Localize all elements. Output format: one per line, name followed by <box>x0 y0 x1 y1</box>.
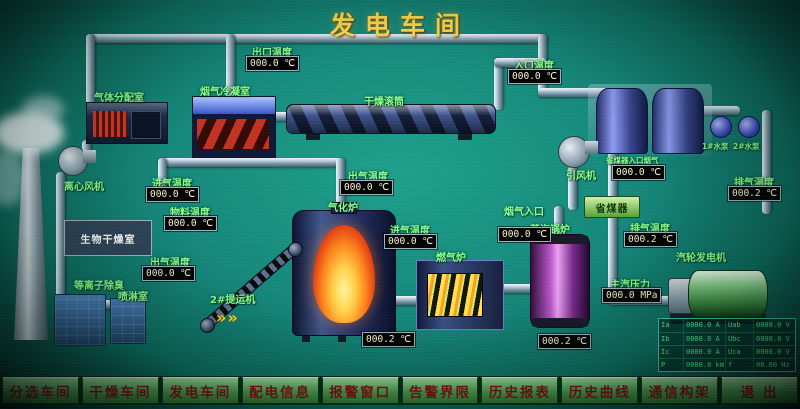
steam-boiler-graphic <box>530 234 590 328</box>
display-gasifier-bottom-temp: 000.2 ℃ <box>362 332 415 347</box>
gen-cell: 0000.0 A <box>683 333 725 345</box>
nav-button-power-workshop[interactable]: 发电车间 <box>161 377 239 404</box>
nav-button-history-curve[interactable]: 历史曲线 <box>561 377 639 404</box>
spray-room-cabinet <box>110 298 146 344</box>
display-outgas-temp-left: 000.0 ℃ <box>142 266 195 281</box>
label-water-pump-1: 1#水泵 <box>702 142 729 151</box>
label-centrifugal-fan: 离心风机 <box>64 182 104 193</box>
nav-button-sorting-workshop[interactable]: 分选车间 <box>2 377 79 404</box>
display-material-temp: 000.0 ℃ <box>164 216 217 231</box>
gen-cell: Uab <box>725 319 753 332</box>
condenser-water-jacket <box>193 97 275 114</box>
nav-button-exit[interactable]: 退 出 <box>721 377 799 404</box>
pipe-gasifier-top-run <box>158 158 344 167</box>
water-tank-2 <box>652 88 704 154</box>
gen-row: Ia 0000.0 A Uab 0000.0 V <box>659 319 795 332</box>
induced-draft-fan-graphic <box>558 136 598 168</box>
label-induced-draft-fan: 引风机 <box>566 171 596 182</box>
display-outgas-temp-mid: 000.0 ℃ <box>340 180 393 195</box>
nav-button-drying-workshop[interactable]: 干燥车间 <box>81 377 159 404</box>
bottom-nav-bar: 分选车间 干燥车间 发电车间 配电信息 报警窗口 告警界限 历史报表 历史曲线 … <box>0 376 800 405</box>
flue-gas-condenser-graphic <box>192 96 276 158</box>
grille-detail <box>93 111 127 137</box>
water-pump-2-graphic <box>738 116 760 138</box>
centrifugal-fan-graphic <box>58 146 96 176</box>
label-turbine-generator: 汽轮发电机 <box>676 253 726 264</box>
economizer-button[interactable]: 省煤器 <box>584 196 640 218</box>
display-flue-gas-inlet: 000.0 ℃ <box>498 227 551 242</box>
gas-furnace-graphic <box>416 260 504 330</box>
display-exhaust-temp-right: 000.2 ℃ <box>728 186 781 201</box>
label-water-pump-2: 2#水泵 <box>733 142 760 151</box>
water-tank-1 <box>596 88 648 154</box>
nav-button-alarm-limits[interactable]: 告警界限 <box>401 377 479 404</box>
gen-cell: Ib <box>661 335 670 343</box>
gen-cell: 00.00 Hz <box>753 359 795 371</box>
label-gas-distribution-room: 气体分配室 <box>94 93 144 104</box>
flow-arrows: »» <box>216 308 239 327</box>
gasifier-flame <box>313 225 375 323</box>
gen-cell: Ia <box>661 321 670 329</box>
gen-cell: Uca <box>725 346 753 358</box>
nav-button-alarm-window[interactable]: 报警窗口 <box>321 377 399 404</box>
display-inlet-temp-top: 000.0 ℃ <box>508 69 561 84</box>
gen-cell: 0000.0 V <box>753 333 795 345</box>
conveyor-wheel <box>200 318 215 333</box>
drying-drum-graphic <box>286 104 496 134</box>
gen-row: P 0000.0 kW f 00.00 Hz <box>659 358 795 371</box>
plasma-deodorizer-cabinet <box>54 294 106 346</box>
display-intake-temp-mid: 000.0 ℃ <box>384 234 437 249</box>
gen-cell: 0000.0 A <box>683 346 725 358</box>
label-flue-gas-inlet: 烟气入口 <box>504 207 544 218</box>
gen-cell: P <box>661 361 666 369</box>
gen-cell: Ic <box>661 348 670 356</box>
gen-cell: Ubc <box>725 333 753 345</box>
label-spray-room: 喷淋室 <box>118 292 148 303</box>
bio-drying-room: 生物干燥室 <box>64 220 152 256</box>
label-conveyor: 2#提运机 <box>210 295 256 306</box>
label-flue-gas-condenser: 烟气冷凝室 <box>200 87 250 98</box>
page-title: 发电车间 <box>329 11 470 40</box>
display-main-steam-pressure: 000.0 MPa <box>602 288 662 303</box>
gen-cell: 0000.0 A <box>683 319 725 332</box>
conveyor-wheel <box>288 242 303 257</box>
gen-cell: f <box>725 359 753 371</box>
nav-button-communication-framework[interactable]: 通信构架 <box>641 377 719 404</box>
gen-cell: 0000.0 kW <box>683 359 725 371</box>
display-boiler-bottom-temp: 000.2 ℃ <box>538 334 591 349</box>
label-gasifier: 气化炉 <box>328 203 358 214</box>
gen-row: Ib 0000.0 A Ubc 0000.0 V <box>659 332 795 345</box>
nav-button-power-distribution-info[interactable]: 配电信息 <box>241 377 319 404</box>
gas-distribution-room-graphic <box>86 102 168 144</box>
panel-detail <box>131 111 161 139</box>
display-economizer-inlet: 000.0 ℃ <box>612 165 665 180</box>
condenser-coils <box>197 119 269 149</box>
water-pump-1-graphic <box>710 116 732 138</box>
generator-readout-panel: Ia 0000.0 A Uab 0000.0 V Ib 0000.0 A Ubc… <box>658 318 796 372</box>
gen-row: Ic 0000.0 A Uca 0000.0 V <box>659 345 795 358</box>
furnace-flame-window <box>427 273 483 317</box>
display-outlet-temp-top: 000.0 ℃ <box>246 56 299 71</box>
label-gas-furnace: 燃气炉 <box>436 253 466 264</box>
display-intake-temp-left: 000.0 ℃ <box>146 187 199 202</box>
smoke-plume <box>22 96 64 122</box>
gasifier-vessel <box>292 202 396 336</box>
gen-cell: 0000.0 V <box>753 319 795 332</box>
turbine-generator-body <box>688 270 768 318</box>
nav-button-history-report[interactable]: 历史报表 <box>481 377 559 404</box>
display-exhaust-temp-economizer: 000.2 ℃ <box>624 232 677 247</box>
label-plasma-deodorizer: 等离子除臭 <box>74 281 124 292</box>
gen-cell: 0000.0 V <box>753 346 795 358</box>
label-drying-drum: 干燥滚筒 <box>364 97 404 108</box>
